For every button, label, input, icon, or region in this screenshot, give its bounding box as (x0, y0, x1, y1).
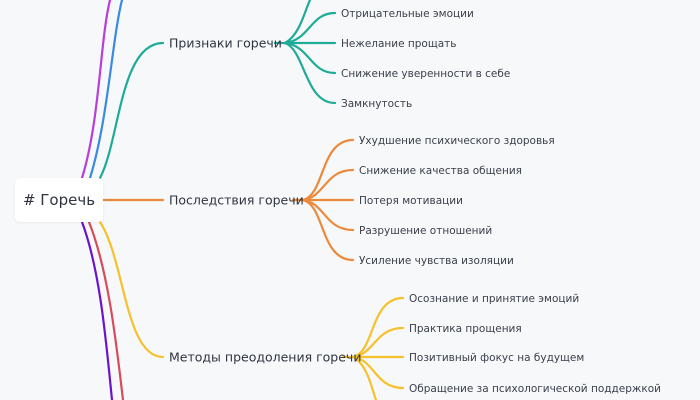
leaf-node[interactable]: Снижение качества общения (359, 165, 522, 177)
edge-cons-2 (301, 168, 355, 202)
edge-signs-1 (283, 11, 337, 45)
leaf-node[interactable]: Обращение за психологической поддержкой (409, 383, 661, 395)
leaf-node[interactable]: Потеря мотивации (359, 195, 463, 207)
edge-methods-2 (351, 326, 405, 359)
leaf-node[interactable]: Осознание и принятие эмоций (409, 293, 579, 305)
leaf-node[interactable]: Отрицательные эмоции (341, 8, 474, 20)
root-node[interactable]: # Горечь (15, 178, 103, 222)
branch-consequences[interactable]: Последствия горечи (169, 193, 304, 208)
edge-red (87, 220, 125, 400)
edge-signs-3 (283, 41, 337, 75)
leaf-node[interactable]: Нежелание прощать (341, 38, 457, 50)
branch-signs[interactable]: Признаки горечи (169, 36, 282, 51)
edge-signs-4 (283, 41, 337, 105)
edge-violet (80, 220, 114, 400)
edge-cons-5 (301, 198, 355, 262)
edge-magenta (80, 0, 112, 180)
edge-methods-4 (351, 355, 405, 390)
leaf-node[interactable]: Разрушение отношений (359, 225, 492, 237)
edge-blue (88, 0, 124, 180)
edge-methods-1 (351, 296, 405, 359)
edge-root-methods (98, 220, 165, 359)
leaf-node[interactable]: Ухудшение психического здоровья (359, 135, 555, 147)
edge-root-signs (98, 41, 165, 180)
edge-cons-1 (301, 138, 355, 202)
leaf-node[interactable]: Практика прощения (409, 323, 522, 335)
branch-methods[interactable]: Методы преодоления горечи (169, 350, 361, 365)
leaf-node[interactable]: Замкнутость (341, 98, 412, 110)
edge-signs-offscreen (283, 0, 312, 45)
leaf-node[interactable]: Снижение уверенности в себе (341, 68, 510, 80)
leaf-node[interactable]: Позитивный фокус на будущем (409, 352, 584, 364)
root-node-label: # Горечь (22, 191, 96, 209)
edge-methods-offscreen (351, 355, 378, 400)
leaf-node[interactable]: Усиление чувства изоляции (359, 255, 514, 267)
